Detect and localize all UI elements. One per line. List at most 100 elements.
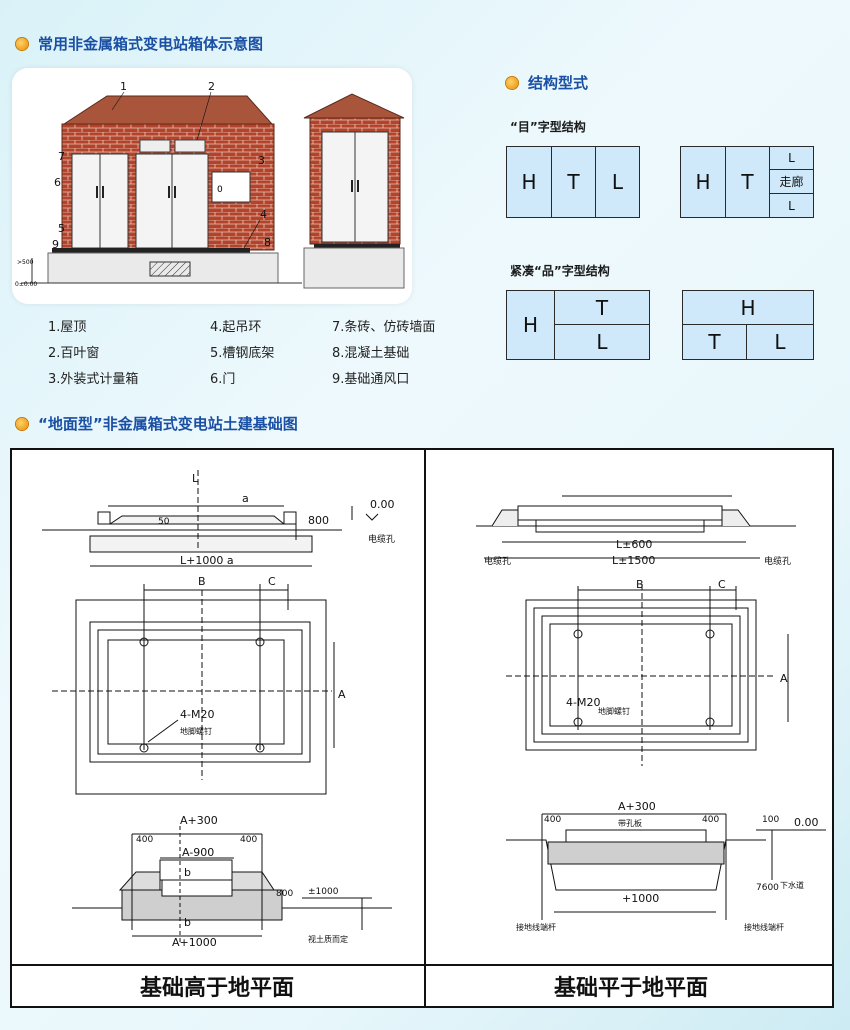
legend-item: 6.门	[210, 372, 236, 387]
perforated-plate-label: 带孔板	[618, 818, 642, 828]
dim-800-lower: 800	[276, 889, 293, 899]
mu-structure-b: H T L 走廊 L	[680, 146, 814, 218]
cell-l: L	[774, 330, 786, 354]
callout-3: 3	[258, 154, 265, 167]
cell-t: T	[726, 147, 770, 217]
dim-c: C	[718, 578, 726, 591]
bolt-spec: 4-M20	[180, 708, 214, 721]
bolt-spec: 4-M20	[566, 696, 600, 709]
cell-t: T	[683, 325, 747, 359]
bolt-note: 地脚螺钉	[598, 706, 630, 716]
dim-b: B	[198, 575, 206, 588]
dim-400-right: 400	[702, 815, 719, 825]
cell-h: H	[683, 291, 813, 325]
dim-l: L	[192, 472, 199, 485]
dim-a-plan: A	[780, 672, 788, 685]
cell-h: H	[681, 147, 726, 217]
dim-l-plus-1000: L+1000 a	[180, 554, 234, 567]
pin-structure-a: H T L	[506, 290, 650, 360]
caption-ground-level: 基础平于地平面	[553, 976, 708, 1001]
pin-structure-label: 紧凑“品”字型结构	[510, 264, 610, 278]
ground-rod-right: 接地线端杆	[744, 922, 784, 932]
dim-b: B	[636, 578, 644, 591]
foundation-section-title: “地面型”非金属箱式变电站土建基础图	[16, 413, 298, 434]
callout-7: 7	[58, 150, 65, 163]
mu-structure-label: “目”字型结构	[510, 120, 586, 134]
legend-item: 1.屋顶	[48, 320, 87, 335]
dim-7600: 7600	[756, 883, 779, 893]
dim-plus-1000: +1000	[622, 892, 659, 905]
cell-h: H	[507, 147, 552, 217]
legend-item: 8.混凝土基础	[332, 346, 410, 361]
soil-note: 视土质而定	[308, 934, 348, 944]
meter-box	[211, 171, 251, 203]
dim-a-plan: A	[338, 688, 346, 701]
level-000: 0.00	[794, 816, 819, 829]
legend-item: 9.基础通风口	[332, 372, 410, 387]
callout-2: 2	[208, 80, 215, 93]
illustration-title-text: 常用非金属箱式变电站箱体示意图	[38, 35, 264, 53]
roof-shape	[62, 95, 274, 125]
dim-l-pm-1500: L±1500	[612, 554, 655, 567]
cable-hole-label: 电缆孔	[368, 533, 395, 545]
cell-l: L	[596, 330, 608, 354]
height-note: >500	[17, 259, 34, 266]
dim-a-plus-300: A+300	[180, 814, 218, 827]
pin-structure-b: H T L	[682, 290, 814, 360]
dim-b-upper: b	[184, 866, 191, 879]
caption-separator	[12, 964, 832, 966]
dim-l-pm-600: L±600	[616, 538, 652, 551]
bolt-note: 地脚螺钉	[180, 726, 212, 736]
substation-illustration: 0 >500 0±0.00 1 2 3 4 5 6 7 8	[12, 68, 412, 304]
foundation-title-text: “地面型”非金属箱式变电站土建基础图	[38, 415, 298, 433]
right-foundation-drawing: L±600 L±1500 电缆孔 电缆孔 B C A 4-M20 地脚螺钉 A+…	[476, 495, 826, 932]
substation-drawing: 0 >500 0±0.00 1 2 3 4 5 6 7 8	[15, 80, 405, 289]
dim-400-right: 400	[240, 835, 257, 845]
bullet-icon	[506, 76, 518, 89]
illustration-section-title: 常用非金属箱式变电站箱体示意图	[16, 33, 263, 54]
callout-4: 4	[260, 208, 267, 221]
dim-a: a	[242, 492, 249, 505]
structure-title-text: 结构型式	[528, 74, 589, 92]
dim-50: 50	[158, 517, 170, 527]
dim-pm-1000: ±1000	[308, 887, 339, 897]
dim-100: 100	[762, 815, 779, 825]
cell-t: T	[552, 147, 596, 217]
svg-text:0: 0	[217, 185, 223, 195]
left-foundation-drawing: L a 50 800 0.00 电缆孔 L+1000 a B C A 4-M20…	[42, 470, 395, 949]
callout-5: 5	[58, 222, 65, 235]
level-000: 0.00	[370, 498, 395, 511]
dim-a-minus-900: A-900	[182, 846, 214, 859]
ground-rod-left: 接地线端杆	[516, 922, 556, 932]
callout-6: 6	[54, 176, 61, 189]
cell-l: L	[770, 147, 813, 170]
bullet-icon	[16, 37, 28, 50]
cell-t: T	[555, 291, 649, 325]
dim-c: C	[268, 575, 276, 588]
structure-section-title: 结构型式	[506, 72, 588, 93]
callout-1: 1	[120, 80, 127, 93]
callout-9: 9	[52, 238, 59, 251]
cell-corridor: 走廊	[770, 170, 813, 194]
panel-divider	[424, 450, 426, 1006]
legend-item: 7.条砖、仿砖墙面	[332, 320, 436, 335]
cell-h: H	[507, 291, 555, 359]
foundation-drawings-panel: L a 50 800 0.00 电缆孔 L+1000 a B C A 4-M20…	[10, 448, 834, 1008]
ground-note: 0±0.00	[15, 281, 37, 288]
bullet-icon	[16, 417, 28, 430]
legend-item: 3.外装式计量箱	[48, 372, 139, 387]
mu-structure-a: H T L	[506, 146, 640, 218]
cable-hole-right: 电缆孔	[764, 555, 791, 567]
dim-400-left: 400	[136, 835, 153, 845]
caption-above-ground: 基础高于地平面	[139, 976, 294, 1001]
dim-400-left: 400	[544, 815, 561, 825]
dim-a-plus-1000: A+1000	[172, 936, 217, 949]
dim-a-plus-300: A+300	[618, 800, 656, 813]
dim-800: 800	[308, 514, 329, 527]
drain-label: 下水道	[780, 880, 804, 890]
legend-item: 5.槽钢底架	[210, 346, 275, 361]
cable-hole-left: 电缆孔	[484, 555, 511, 567]
legend-item: 4.起吊环	[210, 320, 262, 335]
callout-8: 8	[264, 236, 271, 249]
cell-l: L	[611, 170, 624, 194]
